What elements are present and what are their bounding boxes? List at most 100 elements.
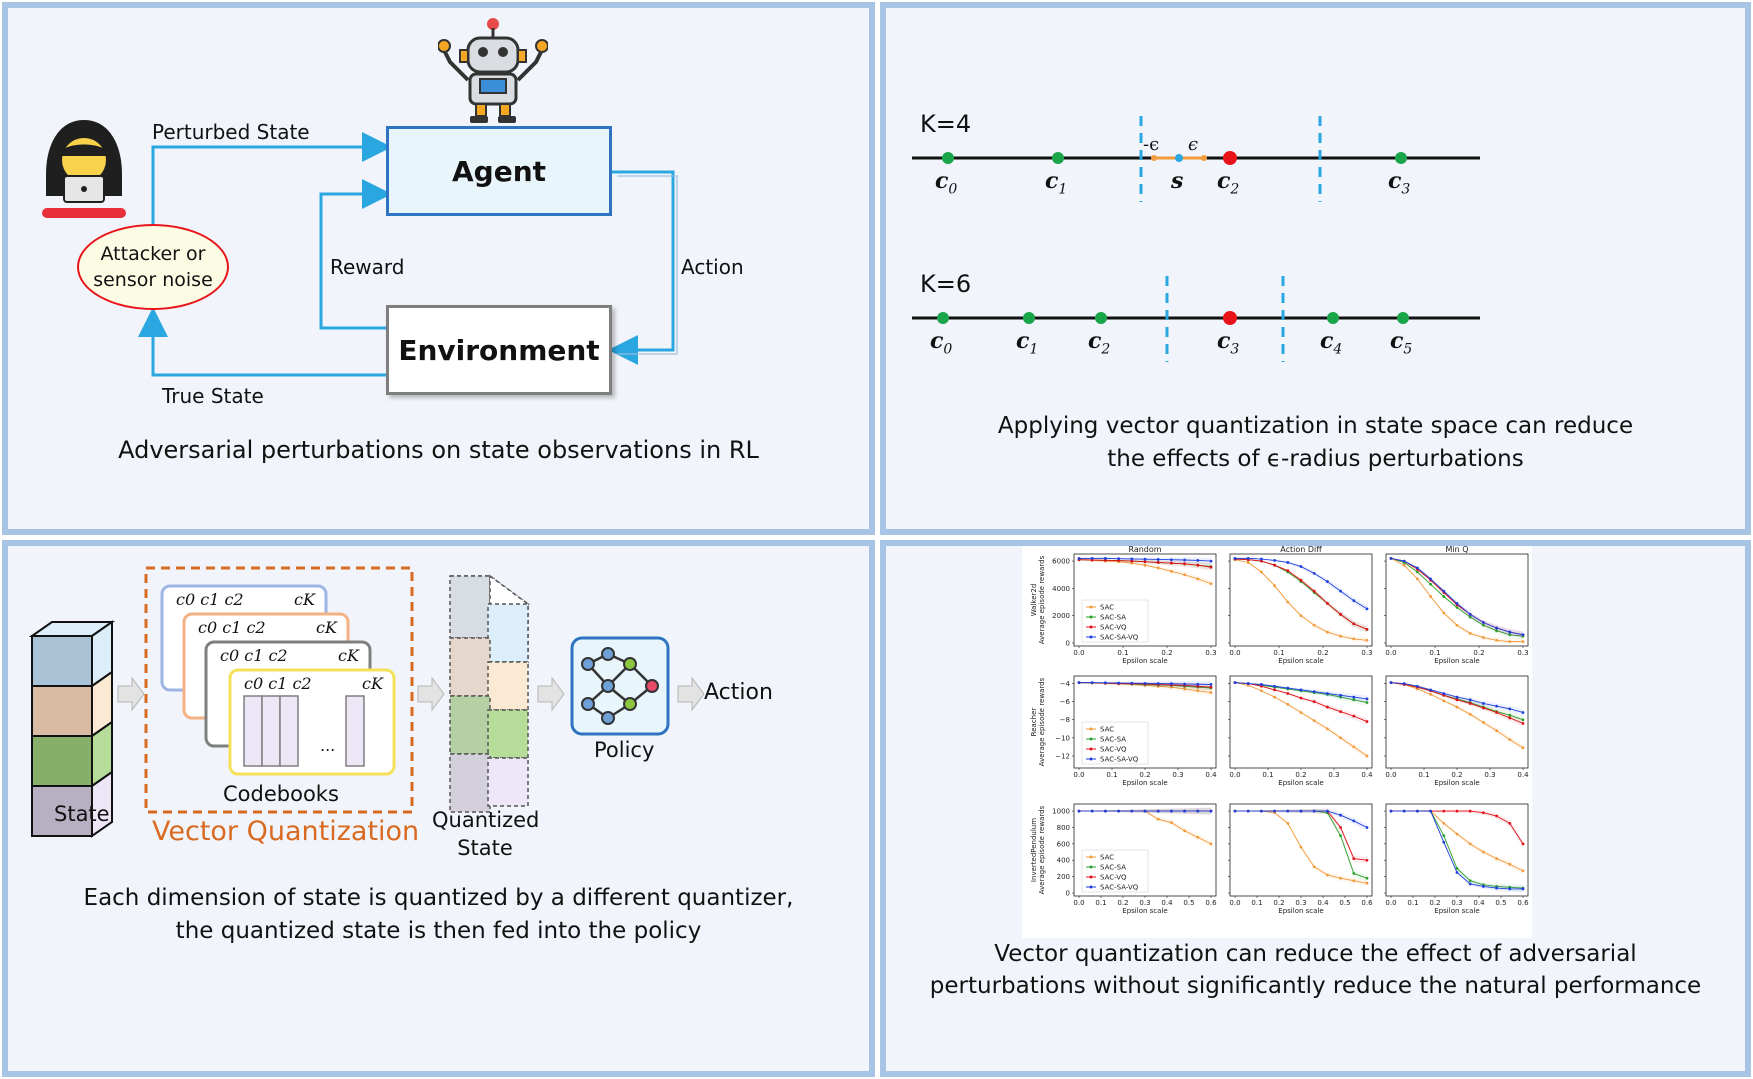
data-point (1468, 842, 1472, 846)
data-point (1508, 887, 1512, 891)
data-point (1326, 873, 1329, 877)
data-point (1508, 713, 1512, 717)
codebooks-label: Codebooks (223, 782, 339, 806)
data-point (1104, 809, 1107, 813)
data-point (1402, 809, 1406, 813)
data-point (1156, 561, 1160, 564)
x-tick-label: 0.1 (1418, 771, 1429, 779)
y-tick-label: 1000 (1052, 808, 1070, 816)
data-point (1312, 865, 1316, 869)
data-point (1183, 562, 1186, 566)
agent-box: Agent (386, 126, 612, 216)
legend-marker (1089, 855, 1093, 859)
row-env-label: InvertedPendulum (1030, 818, 1038, 882)
x-tick-label: 0.2 (1117, 899, 1128, 907)
x-tick-label: 0.3 (1517, 649, 1528, 657)
data-point (1365, 701, 1369, 704)
data-point (1468, 809, 1472, 813)
x-tick-label: 0.3 (1205, 649, 1216, 657)
rl-loop-panel: Perturbed State Agent Environment Attack… (2, 2, 875, 535)
y-tick-label: 0 (1066, 640, 1070, 648)
x-axis-label: Epsilon scale (1122, 657, 1167, 665)
data-point (1442, 809, 1446, 813)
data-point (1286, 600, 1290, 604)
y-tick-label: 400 (1057, 857, 1070, 865)
legend-label: SAC-SA (1100, 736, 1126, 744)
data-point (1143, 560, 1147, 564)
data-point (1352, 637, 1356, 641)
legend-label: SAC (1100, 604, 1114, 612)
data-point (1312, 589, 1316, 593)
data-point (1312, 700, 1316, 704)
attacker-label: Attacker or sensor noise (93, 243, 213, 291)
x-axis-label: Epsilon scale (1434, 779, 1479, 787)
data-point (1196, 809, 1200, 813)
data-point (1339, 826, 1342, 829)
k6-point-c4 (1327, 312, 1339, 324)
data-point (1246, 809, 1250, 813)
data-point (1339, 693, 1342, 697)
data-point (1299, 711, 1303, 714)
data-point (1260, 683, 1263, 686)
data-point (1508, 640, 1512, 644)
data-point (1442, 699, 1446, 703)
y-tick-label: −8 (1060, 716, 1070, 724)
legend-label: SAC-VQ (1100, 624, 1127, 632)
x-tick-label: 0.1 (1095, 899, 1106, 907)
attacker-ellipse: Attacker or sensor noise (77, 224, 229, 310)
data-point (1260, 570, 1263, 574)
data-point (1521, 746, 1525, 750)
x-axis-label: Epsilon scale (1278, 779, 1323, 787)
arrow-icon-1 (117, 676, 145, 712)
data-point (1077, 681, 1081, 685)
data-point (1468, 698, 1472, 702)
legend-marker (1089, 875, 1093, 879)
data-point (1402, 563, 1406, 567)
row-ylabel: Average episode rewards (1038, 555, 1046, 644)
x-tick-label: 0.0 (1073, 771, 1084, 779)
data-point (1326, 727, 1329, 731)
y-tick-label: 6000 (1052, 558, 1070, 566)
data-point (1365, 858, 1369, 862)
data-point (1468, 879, 1472, 883)
data-point (1468, 702, 1472, 705)
quantized-state-label: Quantized State (432, 808, 540, 860)
data-point (1429, 582, 1432, 586)
x-tick-label: 0.0 (1229, 649, 1240, 657)
environment-box: Environment (386, 305, 612, 395)
data-point (1196, 682, 1200, 686)
legend-marker (1089, 757, 1093, 761)
data-point (1286, 809, 1290, 813)
data-point (1273, 559, 1276, 562)
data-point (1442, 821, 1446, 825)
x-tick-label: 0.1 (1106, 771, 1117, 779)
k4-point-c2 (1223, 151, 1237, 165)
data-point (1183, 809, 1186, 813)
data-point (1286, 821, 1290, 825)
data-point (1090, 556, 1094, 560)
data-point (1508, 630, 1512, 634)
x-tick-label: 0.4 (1473, 899, 1485, 907)
data-point (1416, 684, 1419, 688)
column-title: Min Q (1445, 546, 1468, 554)
y-tick-label: 0 (1066, 890, 1070, 898)
y-tick-label: 600 (1057, 840, 1070, 848)
x-tick-label: 0.3 (1139, 899, 1150, 907)
data-point (1170, 561, 1173, 565)
data-point (1352, 745, 1356, 749)
x-tick-label: 0.2 (1161, 649, 1172, 657)
data-point (1233, 681, 1237, 685)
legend-marker (1089, 635, 1093, 639)
k4-label: K=4 (920, 110, 972, 138)
data-point (1117, 809, 1120, 813)
x-tick-label: 0.1 (1273, 649, 1284, 657)
codebook-last-2: cK (316, 618, 337, 637)
data-point (1495, 638, 1498, 642)
data-point (1326, 809, 1329, 813)
legend-label: SAC-SA (1100, 864, 1126, 872)
x-tick-label: 0.3 (1328, 771, 1339, 779)
x-tick-label: 0.5 (1495, 899, 1506, 907)
x-tick-label: 0.5 (1183, 899, 1194, 907)
quantization-caption-1: Applying vector quantization in state sp… (997, 413, 1634, 439)
